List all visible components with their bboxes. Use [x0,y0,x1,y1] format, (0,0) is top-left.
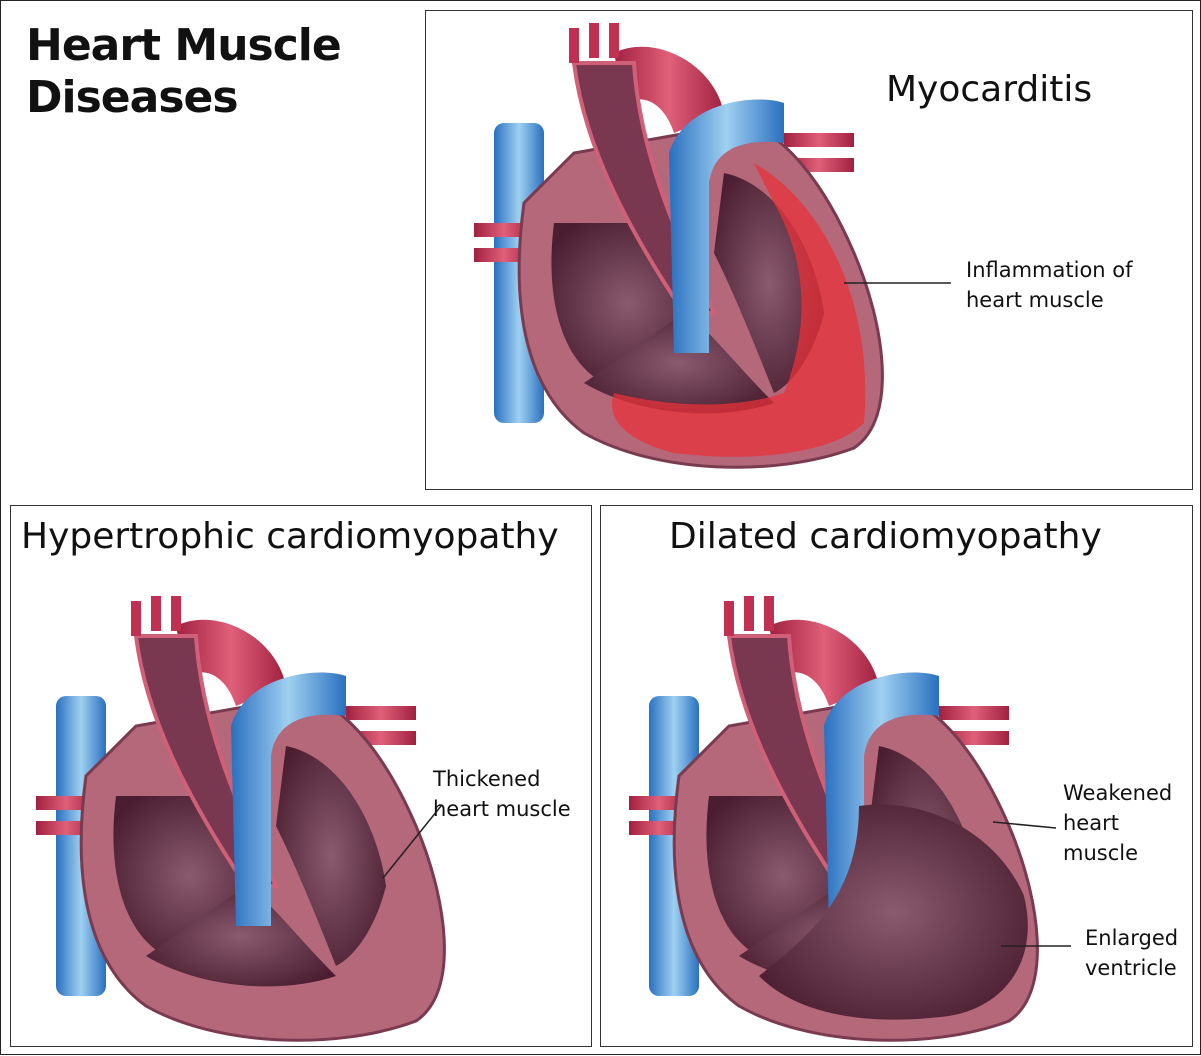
label-inflammation: Inflammation of heart muscle [966,258,1133,312]
inflamed-region [612,163,866,457]
label-weakened: Weakened heart muscle [1063,781,1173,865]
label-thickened: Thickened heart muscle [433,767,571,821]
panel-dilated: Dilated cardiomyopathy Weakened heart mu… [600,505,1193,1047]
panel-myocarditis: Myocarditis Inflammation of heart muscle [425,10,1193,490]
enlarged-ventricle [759,804,1028,1020]
panel-hypertrophic: Hypertrophic cardiomyopathy Thickened he… [10,505,592,1047]
panel-title-myocarditis: Myocarditis [886,69,1093,110]
heart-illustration-myocarditis [454,23,894,483]
label-enlarged: Enlarged ventricle [1085,926,1179,980]
leader-line-thickened [382,805,442,879]
page-title: Heart Muscle Diseases [26,20,342,123]
heart-illustration-dilated [609,596,1049,1056]
panel-title-dilated: Dilated cardiomyopathy [669,516,1102,557]
leader-line-weakened [992,821,1057,829]
panel-title-hypertrophic: Hypertrophic cardiomyopathy [21,516,559,557]
